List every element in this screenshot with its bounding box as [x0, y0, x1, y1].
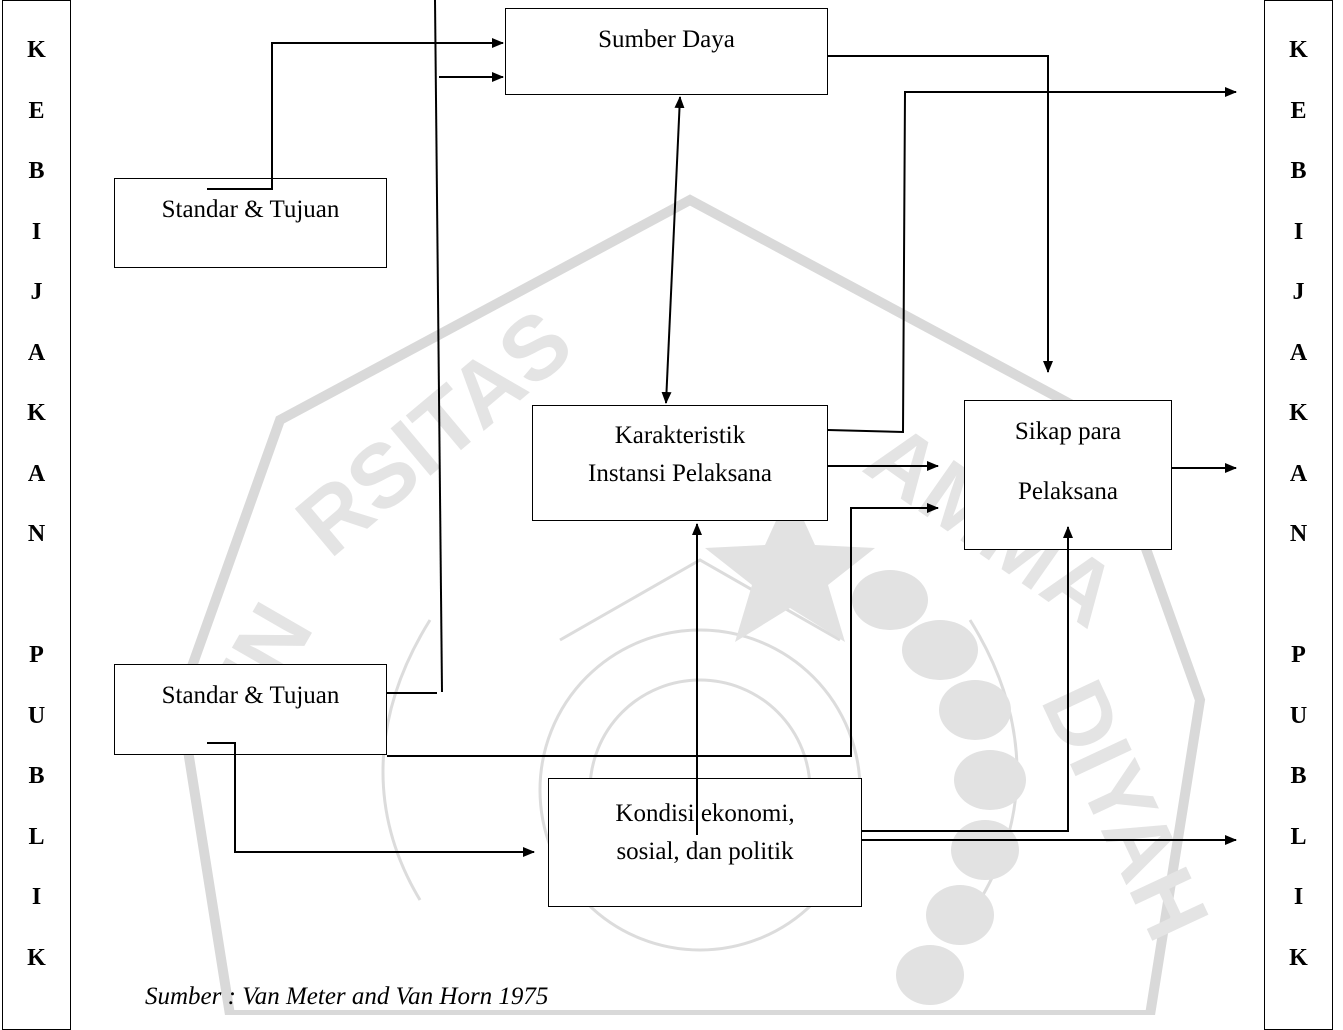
kondisi-line1: Kondisi ekonomi, — [615, 800, 795, 827]
side-letter: N — [1289, 521, 1308, 547]
sikap-line1: Sikap para — [1014, 418, 1122, 445]
side-letter: I — [31, 884, 42, 910]
sikap-pelaksana-box: Sikap para Pelaksana — [964, 400, 1172, 550]
side-letter: K — [27, 37, 46, 63]
standar-tujuan-bottom-label: Standar & Tujuan — [161, 682, 340, 709]
side-letter: K — [1289, 400, 1308, 426]
side-letter: B — [28, 763, 45, 789]
left-policy-column: K E B I J A K A N P U B L I K — [2, 0, 71, 1030]
right-policy-column: K E B I J A K A N P U B L I K — [1264, 0, 1333, 1030]
side-letter: I — [1293, 218, 1304, 245]
side-letter: P — [1291, 642, 1306, 668]
side-letter: K — [1289, 944, 1308, 971]
karakteristik-line2: Instansi Pelaksana — [588, 460, 772, 487]
source-caption: Sumber : Van Meter and Van Horn 1975 — [145, 983, 549, 1010]
standar-tujuan-bottom-box: Standar & Tujuan — [114, 664, 387, 755]
karakteristik-line1: Karakteristik — [614, 422, 746, 449]
side-letter: E — [28, 97, 45, 124]
side-letter: B — [28, 158, 45, 184]
kondisi-box: Kondisi ekonomi, sosial, dan politik — [548, 778, 862, 907]
side-letter: I — [1293, 884, 1304, 910]
side-letter: J — [30, 279, 43, 305]
side-letter: N — [27, 521, 46, 547]
side-letter: K — [27, 944, 46, 971]
side-letter: A — [27, 460, 46, 487]
sumber-daya-label: Sumber Daya — [598, 26, 735, 53]
side-letter: U — [27, 702, 46, 729]
side-letter: B — [1290, 763, 1307, 789]
side-letter: U — [1289, 702, 1308, 729]
side-letter: K — [27, 400, 46, 426]
side-letter: A — [1289, 339, 1308, 366]
side-letter: P — [29, 642, 44, 668]
kondisi-line2: sosial, dan politik — [616, 838, 794, 865]
side-letter: J — [1292, 279, 1305, 305]
side-letter: L — [28, 823, 45, 850]
karakteristik-box: Karakteristik Instansi Pelaksana — [532, 405, 828, 521]
standar-tujuan-top-box: Standar & Tujuan — [114, 178, 387, 268]
side-letter: A — [27, 339, 46, 366]
sumber-daya-box: Sumber Daya — [505, 8, 828, 95]
side-letter: B — [1290, 158, 1307, 184]
sikap-line2: Pelaksana — [1018, 478, 1118, 505]
standar-tujuan-top-label: Standar & Tujuan — [161, 196, 340, 223]
side-letter: K — [1289, 37, 1308, 63]
side-letter: E — [1290, 97, 1307, 124]
side-letter: I — [31, 218, 42, 245]
side-letter: L — [1290, 823, 1307, 850]
side-letter: A — [1289, 460, 1308, 487]
